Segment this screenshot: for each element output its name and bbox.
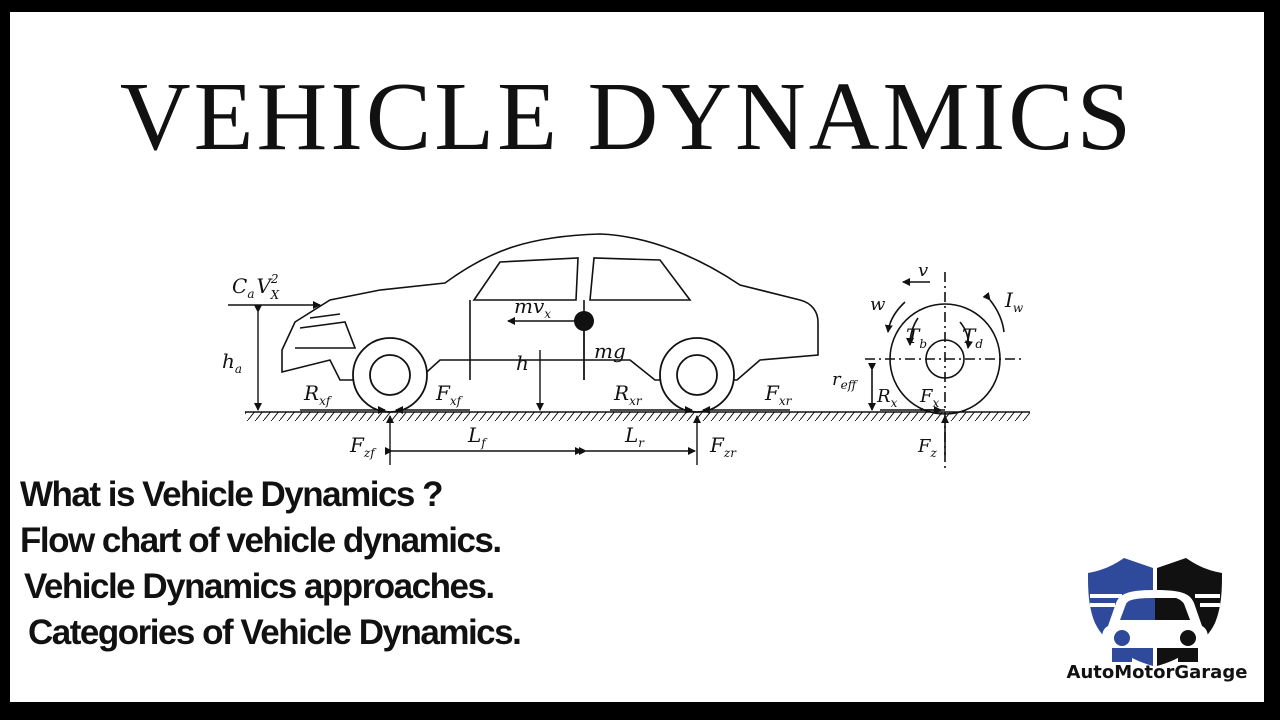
i-w-label: Iw: [1004, 288, 1024, 315]
brand-name: AutoMotorGarage: [1066, 662, 1248, 683]
topic-item: Categories of Vehicle Dynamics.: [28, 613, 522, 652]
t-b-label: Tb: [906, 324, 927, 351]
front-wheel: [352, 337, 428, 413]
center-of-gravity: [574, 311, 594, 331]
topic-item: Vehicle Dynamics approaches.: [24, 567, 495, 606]
h-a-label: ha: [222, 349, 242, 376]
wheel-detail: [865, 272, 1025, 470]
r-eff-label: reff: [832, 369, 859, 392]
topic-item: Flow chart of vehicle dynamics.: [20, 521, 502, 560]
thumbnail-frame: [10, 12, 1264, 702]
car-outline: [281, 233, 819, 381]
mg-label: mg: [594, 339, 626, 363]
t-d-label: Td: [962, 324, 983, 351]
f-zr-label: Fzr: [709, 433, 737, 460]
r-x-label: Rx: [876, 386, 898, 410]
l-r-label: Lr: [624, 423, 645, 450]
force-arrows: [228, 301, 790, 465]
ground: [245, 411, 1030, 421]
f-z-label: Fz: [917, 436, 938, 460]
f-xf-label: Fxf: [435, 381, 464, 408]
h-label: h: [516, 351, 529, 375]
page-title: VEHICLE DYNAMICS: [119, 63, 1135, 171]
f-xr-label: Fxr: [764, 381, 793, 408]
f-x-label: Fx: [919, 386, 940, 410]
r-xr-label: Rxr: [613, 381, 643, 408]
v-label: v: [918, 260, 928, 281]
topic-list: What is Vehicle Dynamics ? Flow chart of…: [20, 472, 522, 656]
topic-item: What is Vehicle Dynamics ?: [20, 475, 444, 514]
mv-x-label: mvx: [514, 294, 551, 321]
w-label: w: [870, 294, 886, 315]
r-xf-label: Rxf: [303, 381, 333, 408]
f-zf-label: Fzf: [349, 433, 377, 460]
l-f-label: Lf: [467, 423, 488, 450]
car-shield-icon: [1088, 558, 1222, 666]
rear-wheel: [659, 337, 735, 413]
